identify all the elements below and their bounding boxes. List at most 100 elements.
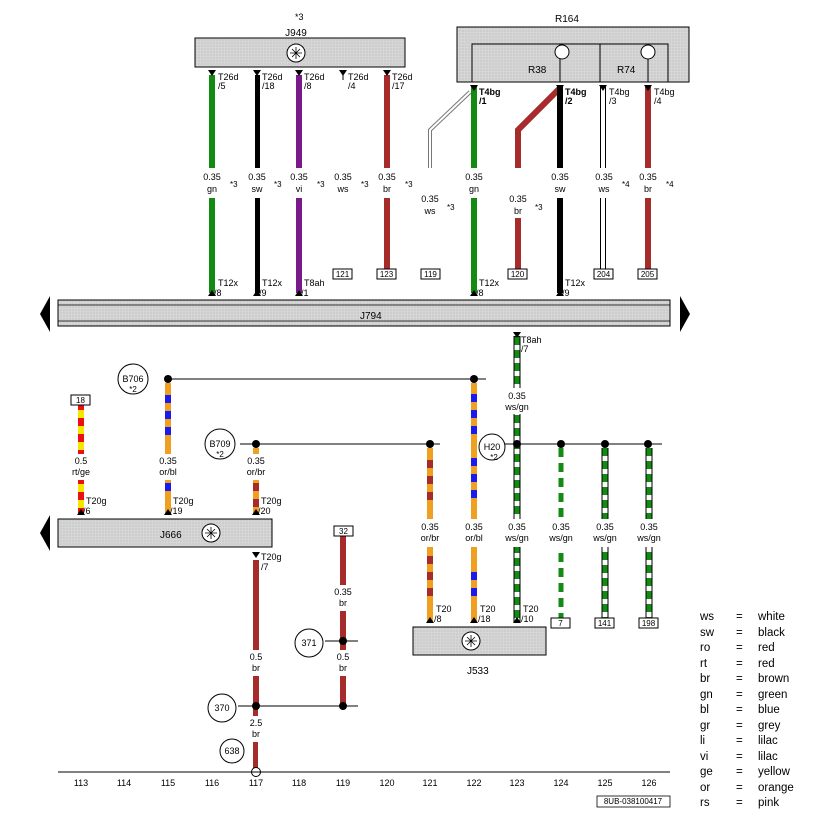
pin-label: T4bg [479,87,501,97]
splice-label: B706 [122,374,143,384]
legend-row: li=lilac [700,734,815,750]
wire-size: 0.35 [552,522,570,532]
legend-eq: = [736,673,743,685]
legend-row: or=orange [700,781,815,797]
legend-row: sw=black [700,626,815,642]
r38-symbol [554,44,570,60]
pin-num: /18 [262,81,275,91]
legend-eq: = [736,611,743,623]
j666-left-arrow [40,515,50,551]
wire-size: 0.35 [595,172,613,182]
svg-text:198: 198 [642,619,656,628]
pin-label: T26d [262,72,283,82]
pin-label: T20g [261,496,282,506]
legend-eq: = [736,704,743,716]
top-pin-arrows [208,70,652,91]
splice-label: B709 [209,439,230,449]
wire-note: *3 [447,203,455,212]
legend-name: pink [758,797,780,809]
wire-color: ws/gn [504,402,529,412]
pin-num: /18 [478,614,491,624]
legend-abbr: rt [700,657,708,670]
pin-num: /2 [565,96,573,106]
wire-color: or/bl [159,467,177,477]
r74-label: R74 [617,65,636,76]
wire-size: 0.35 [509,194,527,204]
legend-abbr: ge [700,766,713,778]
legend-abbr: gr [700,719,711,732]
legend-eq: = [736,766,743,778]
wire-size: 0.35 [465,522,483,532]
wire-color: br [339,663,347,673]
legend-abbr: ws [700,611,715,623]
wire-note: *3 [535,203,543,212]
wire-size: 0.35 [248,172,266,182]
wire-color: gn [207,184,217,194]
legend-abbr: ro [700,642,711,654]
legend-abbr: vi [700,750,709,763]
wire-note: *3 [317,180,325,189]
svg-text:7: 7 [558,619,563,628]
legend-eq: = [736,781,743,794]
legend-eq: = [736,626,743,639]
wire-size: 0.35 [465,172,483,182]
pin-num: /4 [348,81,356,91]
svg-text:121: 121 [336,270,350,279]
legend-name: black [758,626,785,639]
legend-eq: = [736,688,743,701]
wire-size: 0.35 [508,522,526,532]
wire-119-brown [340,536,346,706]
wire-color: or/bl [465,533,483,543]
legend-row: ge=yellow [700,765,815,781]
svg-text:141: 141 [598,619,612,628]
wire-color: ws/gn [636,533,661,543]
j794-right-arrow [680,296,690,332]
wire-color: br [514,206,522,216]
grid-number: 116 [205,778,219,788]
pin-label: T8ah [521,335,542,345]
grid-number: 118 [292,778,306,788]
pin-label: T12x [218,278,239,288]
legend-name: green [758,688,788,701]
legend-abbr: bl [700,704,709,716]
wire-color: gn [469,184,479,194]
legend-abbr: gn [700,688,713,701]
svg-text:119: 119 [424,270,437,279]
wire-size: 0.5 [337,652,350,662]
legend-eq: = [736,657,743,670]
wire-color: sw [555,184,567,194]
ground-label: 371 [301,638,316,648]
pin-num: /8 [476,288,484,298]
pin-label: T4bg [654,87,675,97]
legend-name: orange [758,781,794,794]
wire-117-brown [253,560,259,706]
wire-note: *4 [622,180,630,189]
pin-label: T4bg [609,87,630,97]
legend-row: br=brown [700,672,815,688]
splice-b706 [117,363,149,395]
legend-eq: = [736,735,743,747]
grid-number: 117 [249,778,263,788]
wire-note: *3 [361,180,369,189]
j533-pin-arrows [426,617,521,623]
grid-number: 113 [74,778,88,788]
pin-label: T20 [480,604,496,614]
wire-size: 0.35 [247,456,265,466]
pin-num: /7 [521,344,529,354]
pin-label: T12x [565,278,586,288]
legend-name: red [758,657,775,670]
splice-label: H20 [484,442,501,452]
wire-122-orbl [471,383,477,622]
pin-label: T26d [218,72,239,82]
pin-label: T26d [304,72,325,82]
wire-size: 0.35 [551,172,569,182]
pin-num: /9 [259,288,267,298]
pin-num: /19 [170,506,183,516]
wire-color: ws [337,184,349,194]
wire-size: 0.35 [334,587,352,597]
wire-note: *3 [230,180,238,189]
legend-name: lilac [758,735,778,747]
pin-num: /4 [654,96,662,106]
ground-638 [219,738,245,764]
j794-left-arrow [40,296,50,332]
